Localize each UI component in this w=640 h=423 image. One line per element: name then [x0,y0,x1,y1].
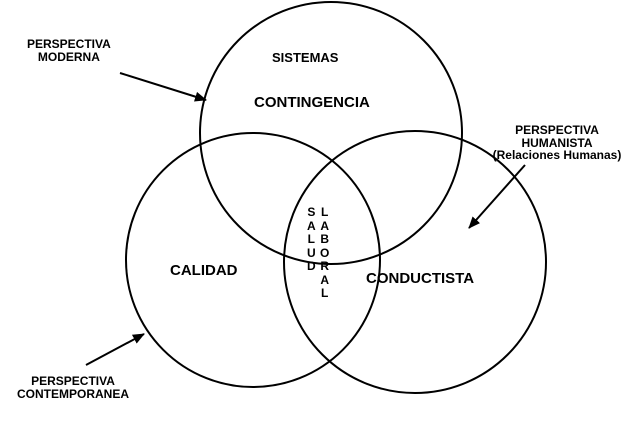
label-moderna-line2: MODERNA [37,49,100,64]
label-calidad: CALIDAD [170,262,238,279]
label-contemporanea-line1: PERSPECTIVA [31,374,115,388]
laboral-letter: B [320,232,329,246]
label-humanista-line2: HUMANISTA [521,135,593,150]
label-contingencia: CONTINGENCIA [254,94,370,111]
laboral-letter: R [320,259,329,273]
circle-conductista [283,130,547,394]
arrow-contemporanea [85,333,145,366]
label-perspectiva-moderna: PERSPECTIVA MODERNA [27,38,111,63]
salud-letter: U [307,245,316,260]
laboral-letter: A [320,218,329,233]
center-word-salud: S A L U D [307,205,316,274]
laboral-letter: L [321,286,329,300]
label-perspectiva-contemporanea: PERSPECTIVA CONTEMPORANEA [3,375,143,400]
arrow-moderna [119,72,207,102]
label-humanista-line1: PERSPECTIVA [515,123,599,137]
salud-letter: L [307,232,315,246]
salud-letter: A [307,218,316,233]
circle-calidad [125,132,381,388]
arrow-humanista [468,164,526,229]
laboral-letter: A [320,272,329,287]
laboral-letter: O [320,245,330,260]
label-contemporanea-line2: CONTEMPORANEA [16,386,129,401]
salud-letter: D [307,259,316,273]
laboral-letter: L [321,205,329,219]
label-perspectiva-humanista: PERSPECTIVA HUMANISTA (Relaciones Humana… [482,124,632,162]
label-humanista-line3: (Relaciones Humanas) [492,148,622,163]
circle-sistemas [199,1,463,265]
label-sistemas: SISTEMAS [272,50,339,65]
label-moderna-line1: PERSPECTIVA [27,37,111,51]
salud-letter: S [307,205,316,219]
center-word-laboral: L A B O R A L [320,205,330,301]
label-conductista: CONDUCTISTA [366,270,475,287]
